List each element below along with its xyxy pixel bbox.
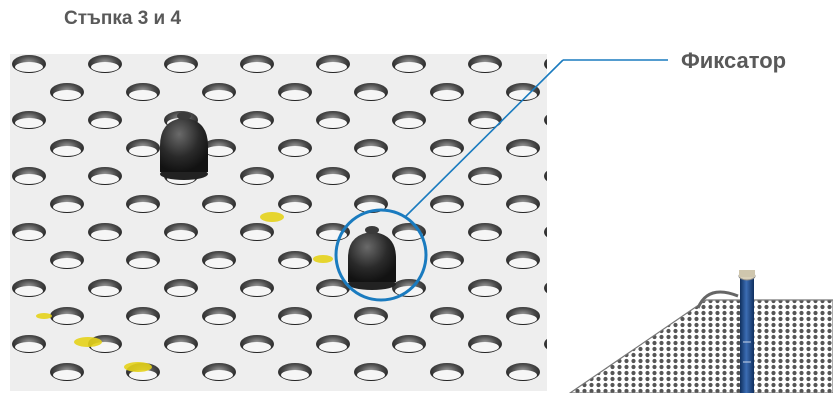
perforated-plate-photo — [10, 54, 547, 391]
fixator-callout-label: Фиксатор — [681, 48, 786, 74]
plate-assembly-illustration — [560, 262, 833, 393]
step-title: Стъпка 3 и 4 — [64, 8, 181, 30]
